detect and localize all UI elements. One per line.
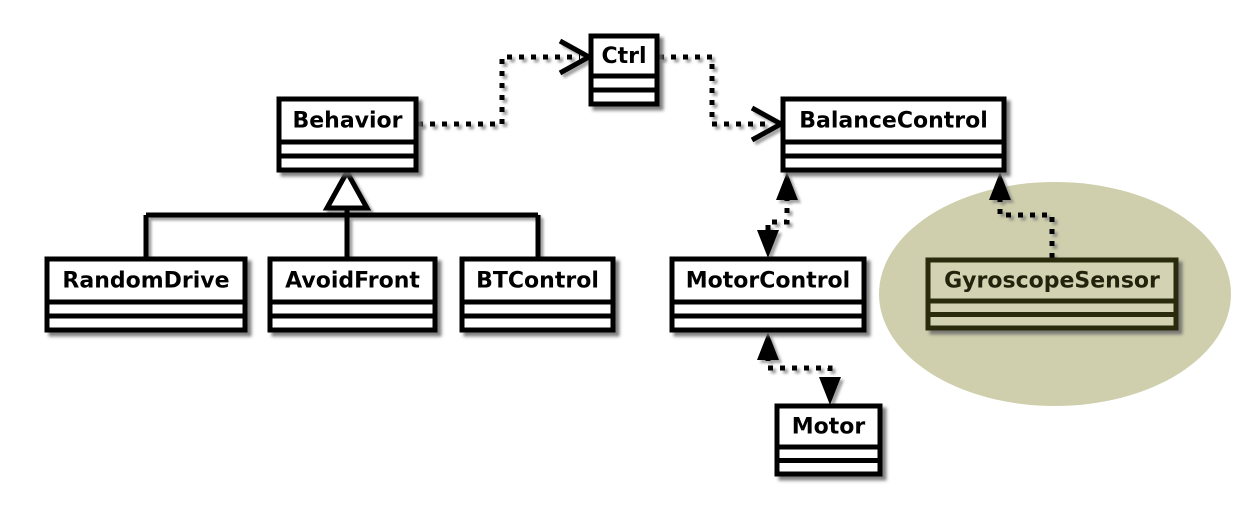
class-box-outline bbox=[588, 33, 660, 107]
open-arrowhead-icon-ctrl bbox=[558, 38, 595, 76]
class-box-ctrl[interactable]: Ctrl bbox=[588, 33, 660, 107]
generalization-hollow-triangle-icon bbox=[322, 166, 372, 211]
relation-gyroscopesensor-to-balancecontrol[interactable] bbox=[989, 172, 1055, 258]
class-name-label: BalanceControl bbox=[799, 109, 988, 134]
class-name-label: GyroscopeSensor bbox=[944, 269, 1160, 294]
class-name-label: MotorControl bbox=[686, 269, 850, 294]
filled-arrowhead-icon-up-balancecontrol bbox=[776, 172, 798, 200]
assoc-line-balancecontrol-motorcontrol bbox=[765, 196, 790, 240]
relation-behavior-to-ctrl[interactable] bbox=[418, 38, 595, 127]
class-box-btcontrol[interactable]: BTControl bbox=[459, 256, 616, 333]
dependency-line-behavior-ctrl bbox=[418, 54, 580, 127]
class-name-label: Ctrl bbox=[601, 44, 646, 69]
relation-motorcontrol-motor[interactable] bbox=[757, 332, 841, 405]
filled-arrowhead-icon-down-motor bbox=[819, 377, 841, 405]
relation-behavior-generalization[interactable] bbox=[143, 166, 541, 259]
class-box-randomdrive[interactable]: RandomDrive bbox=[44, 256, 248, 333]
class-name-label: Behavior bbox=[292, 109, 402, 134]
dependency-line-ctrl-balancecontrol bbox=[659, 54, 772, 127]
filled-arrowhead-icon-up-motorcontrol bbox=[757, 332, 779, 360]
class-name-label: Motor bbox=[792, 415, 866, 440]
class-name-label: BTControl bbox=[476, 269, 599, 294]
assoc-line-motorcontrol-motor bbox=[765, 356, 833, 388]
relation-balancecontrol-motorcontrol[interactable] bbox=[757, 172, 798, 258]
filled-arrowhead-icon-down-motorcontrol bbox=[757, 230, 779, 258]
class-box-avoidfront[interactable]: AvoidFront bbox=[267, 256, 438, 333]
class-box-balancecontrol[interactable]: BalanceControl bbox=[780, 96, 1007, 173]
relation-ctrl-to-balancecontrol[interactable] bbox=[659, 54, 787, 143]
class-box-motor[interactable]: Motor bbox=[774, 403, 883, 477]
open-arrowhead-icon-balancecontrol bbox=[750, 105, 787, 143]
filled-arrowhead-icon-balancecontrol-from-gyro bbox=[989, 172, 1011, 200]
class-box-gyroscopesensor[interactable]: GyroscopeSensor bbox=[925, 257, 1179, 331]
class-name-label: RandomDrive bbox=[62, 269, 229, 294]
class-name-label: AvoidFront bbox=[285, 269, 420, 294]
class-box-behavior[interactable]: Behavior bbox=[276, 96, 419, 173]
class-box-motorcontrol[interactable]: MotorControl bbox=[669, 256, 867, 333]
